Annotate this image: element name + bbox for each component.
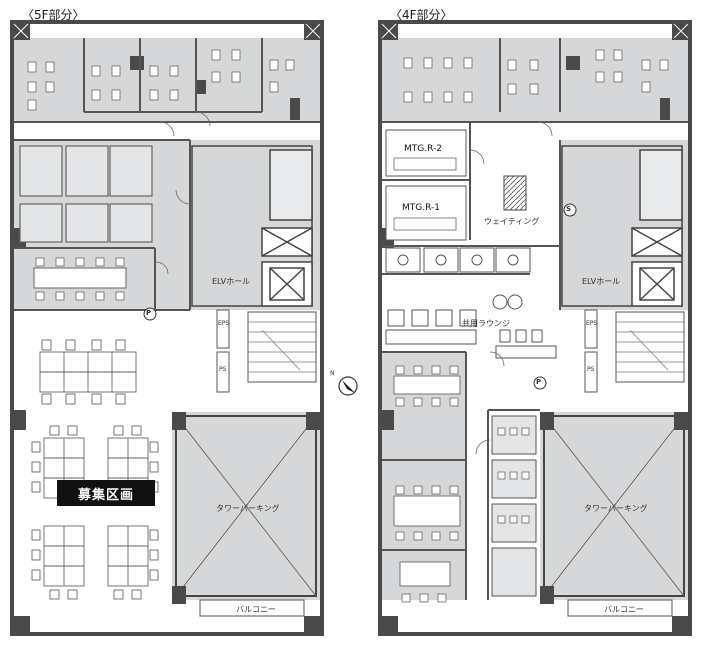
plan-4f: [143, 20, 692, 636]
plan-title-5f: 〈5F部分〉: [22, 8, 85, 22]
parking-mark-4f: P: [536, 378, 542, 386]
plan-5f: [10, 20, 324, 636]
plan-title-4f: 〈4F部分〉: [390, 8, 453, 22]
eps-label-4f: EPS: [586, 320, 598, 327]
outer-wall-5f: [10, 20, 324, 636]
mtg-room-2-label: MTG.R-2: [404, 144, 442, 154]
balcony-label-5f: バルコニー: [236, 605, 276, 614]
mtg-room-1-label: MTG.R-1: [402, 203, 440, 213]
waiting-label: ウェイティング: [484, 217, 540, 226]
tower-parking-label-5f: タワーパーキング: [216, 504, 280, 513]
office-zone-top-4f: [382, 38, 688, 123]
elv-hall-label-4f: ELVホール: [582, 277, 621, 286]
elv-hall-label-5f: ELVホール: [212, 277, 251, 286]
shop-mark-4f: S: [566, 205, 572, 213]
north-compass: [338, 376, 358, 396]
ps-label-4f: PS: [587, 366, 595, 373]
recruit-area-badge: 募集区画: [57, 480, 155, 506]
shared-lounge-label: 共用ラウンジ: [462, 319, 510, 328]
balcony-label-4f: バルコニー: [604, 605, 644, 614]
ps-label-5f: PS: [219, 366, 227, 373]
eps-label-5f: EPS: [218, 320, 230, 327]
tower-parking-label-4f: タワーパーキング: [584, 504, 648, 513]
compass-north-label: N: [330, 370, 335, 377]
outer-wall-4f: [378, 20, 692, 636]
parking-mark-5f: P: [146, 309, 152, 317]
office-zone-top-5f: [14, 38, 320, 123]
